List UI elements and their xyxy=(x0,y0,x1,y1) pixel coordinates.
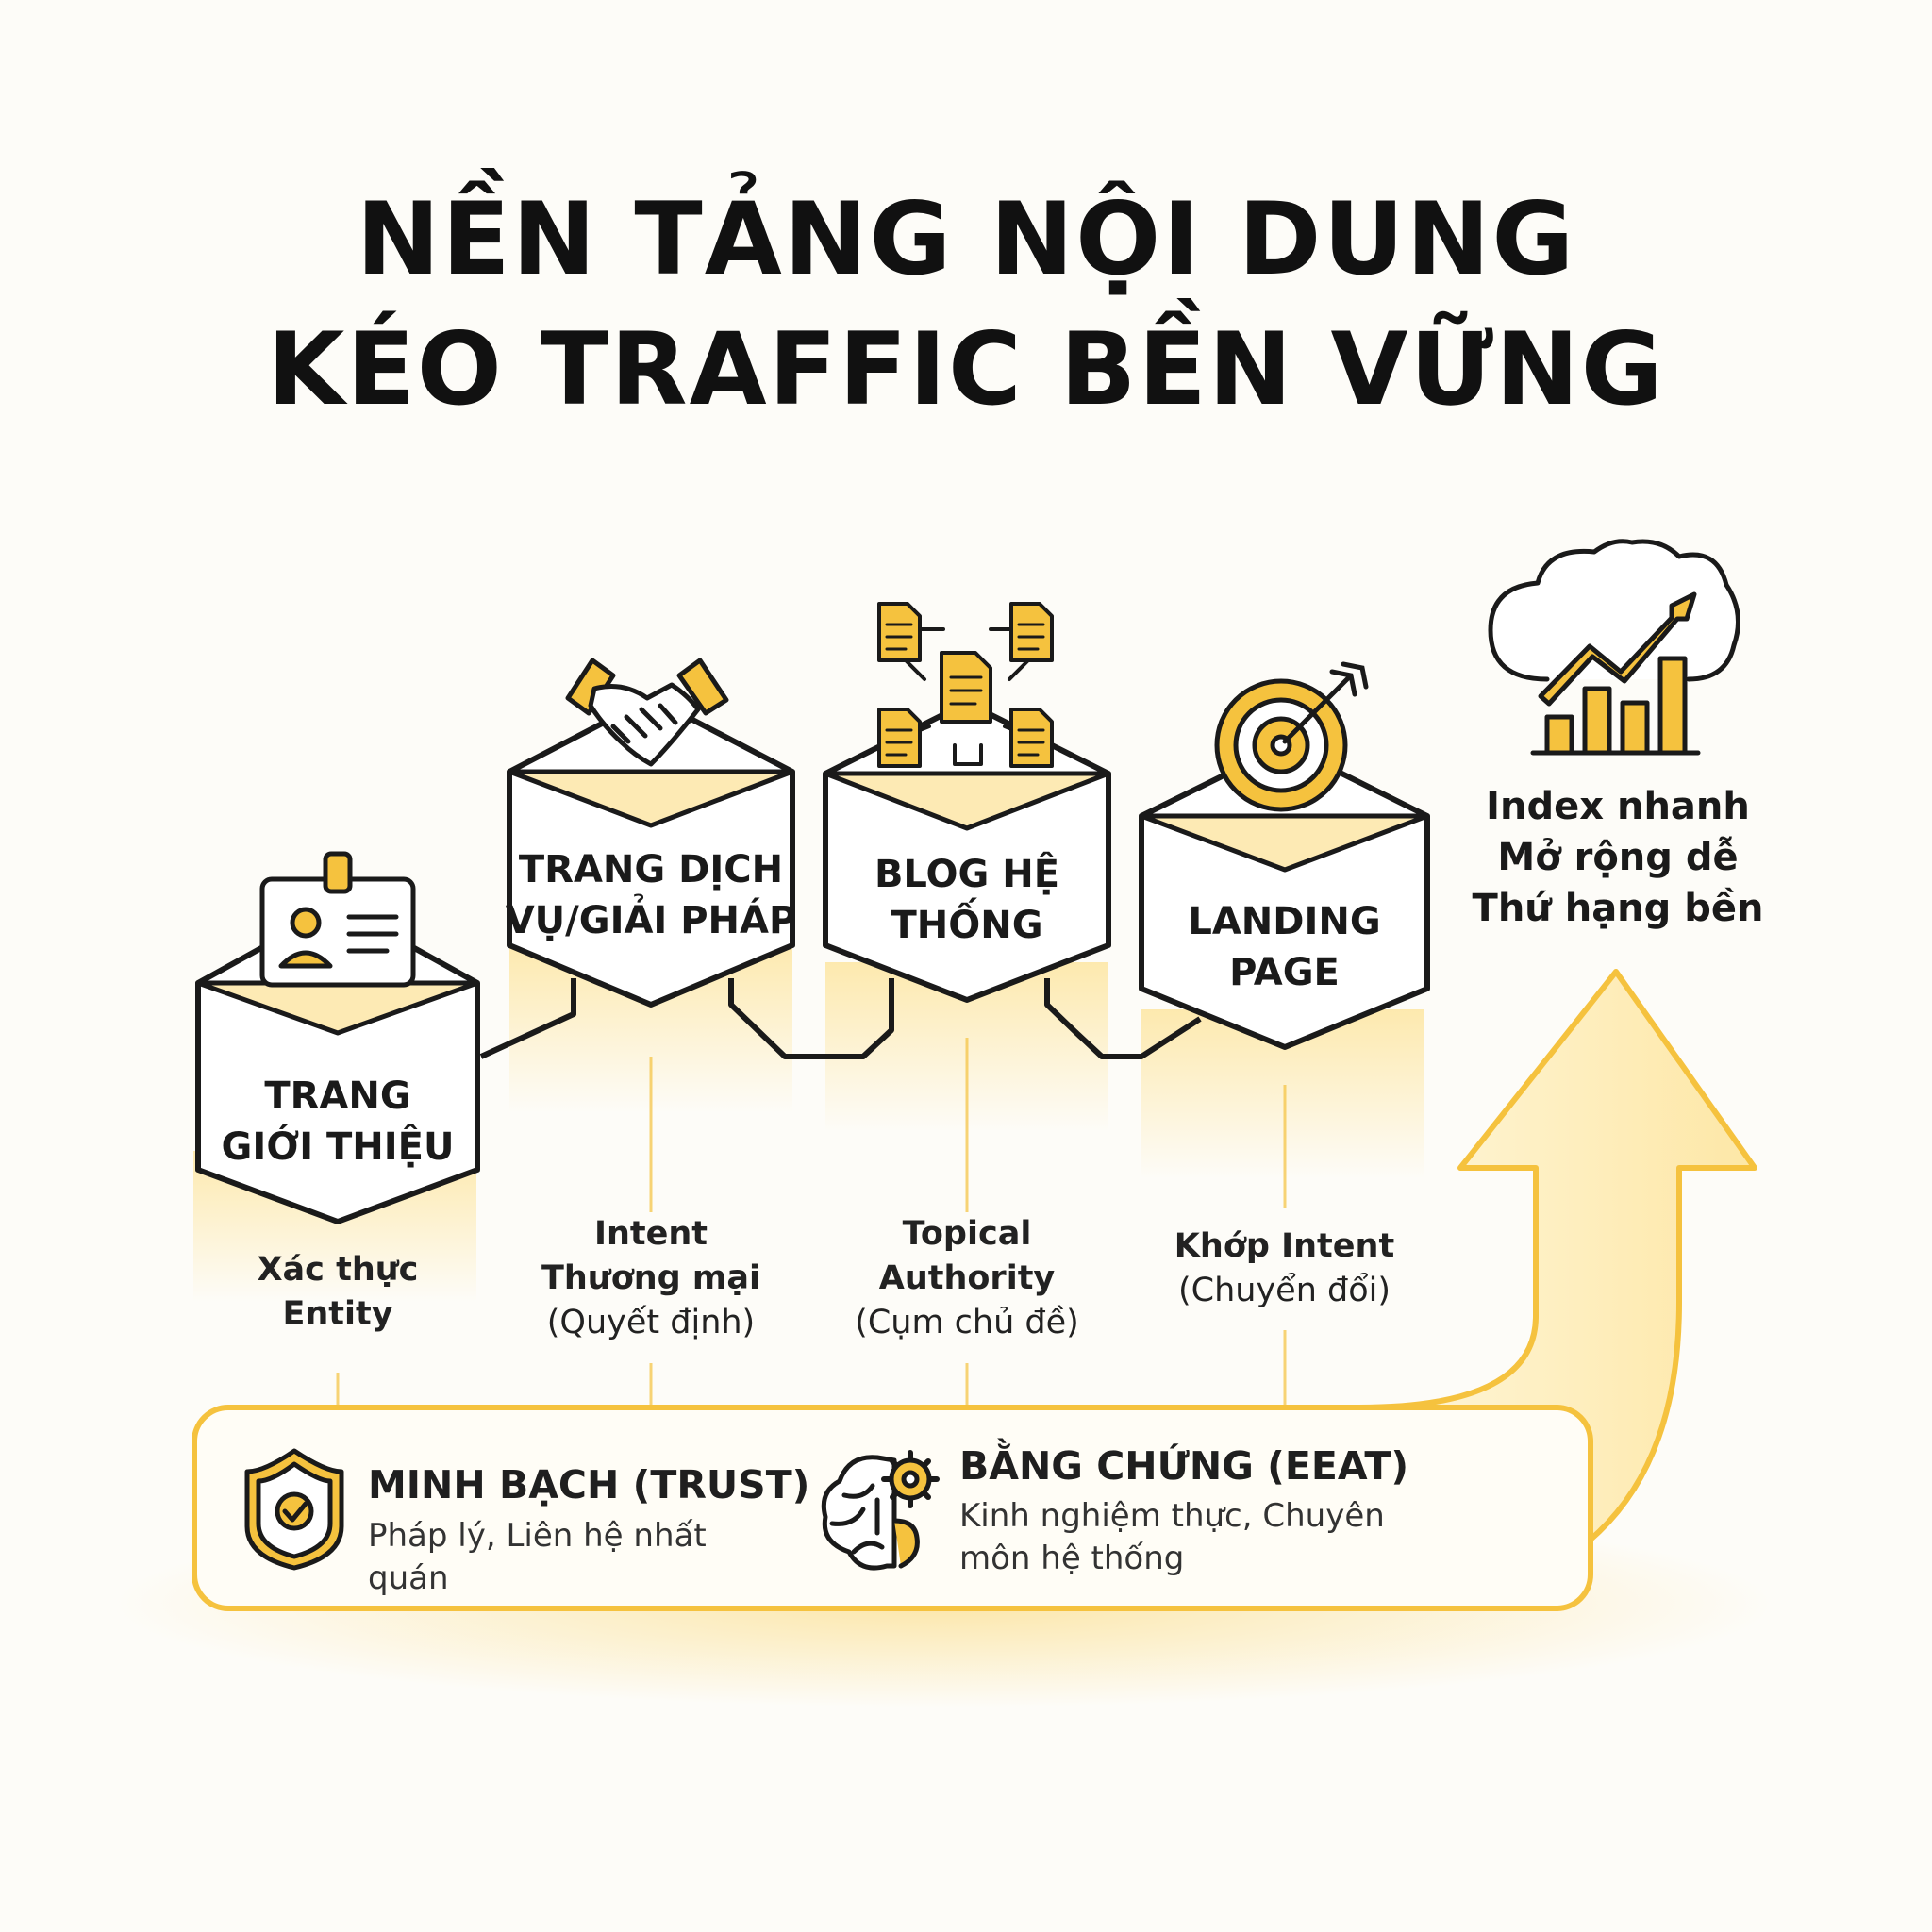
pillar-trust-desc: Pháp lý, Liên hệ nhất quán xyxy=(368,1517,707,1597)
step-desc-4: Khớp Intent(Chuyển đổi) xyxy=(1174,1227,1395,1309)
pillar-trust-heading: MINH BẠCH (TRUST) xyxy=(368,1462,810,1507)
page-title-line-2: KÉO TRAFFIC BỀN VỮNG xyxy=(267,311,1665,427)
connector-lines xyxy=(479,978,1202,1059)
step-box-2 xyxy=(507,695,795,1008)
document-network-icon xyxy=(877,602,1054,768)
step-box-4 xyxy=(1139,742,1430,1050)
guide-lines xyxy=(336,1038,1287,1407)
handshake-icon xyxy=(565,658,729,767)
shield-check-icon xyxy=(244,1448,344,1571)
id-card-icon xyxy=(259,851,416,988)
brain-gear-icon xyxy=(821,1450,940,1571)
page-title-line-1: NỀN TẢNG NỘI DUNG xyxy=(356,181,1576,297)
target-icon xyxy=(1214,661,1369,812)
pillar-eeat-heading: BẰNG CHỨNG (EEAT) xyxy=(959,1443,1409,1489)
cloud-growth-chart-icon xyxy=(1488,539,1740,756)
